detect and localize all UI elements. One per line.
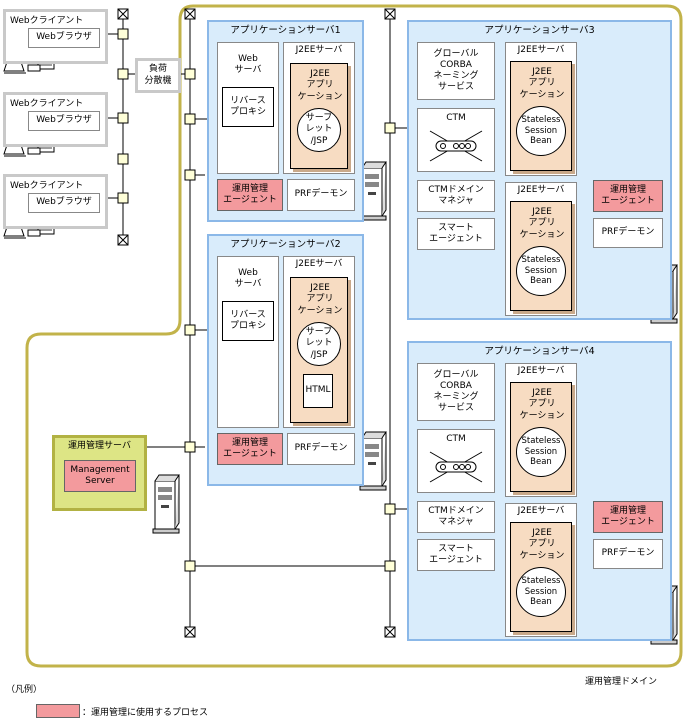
corba-naming-service: グローバル CORBA ネーミング サービス: [417, 42, 495, 100]
stateless-session-bean: Stateless Session Bean: [516, 246, 566, 296]
legend-title: （凡例）: [6, 685, 43, 695]
app-server-2: アプリケーションサーバ2 Web サーバ リバース プロキシ J2EEサーバ J…: [207, 234, 364, 486]
j2ee-application-label: J2EE アプリ ケーション: [297, 283, 343, 316]
web-browser: Webブラウザ: [28, 193, 100, 213]
app-server-title: アプリケーションサーバ4: [484, 346, 595, 358]
j2ee-server-label: J2EEサーバ: [295, 45, 343, 56]
management-server-title: 運用管理サーバ: [68, 441, 131, 452]
j2ee-server-label: J2EEサーバ: [517, 366, 565, 377]
web-client-3: Webクライアント Webブラウザ: [3, 174, 108, 229]
web-client-title: Webクライアント: [10, 99, 84, 109]
j2ee-application-label: J2EE アプリ ケーション: [297, 69, 343, 102]
j2ee-server: J2EEサーバ J2EE アプリ ケーション サーブ レット /JSP HTML: [283, 256, 355, 428]
ctm-domain-manager: CTMドメイン マネジャ: [417, 180, 495, 212]
legend-swatch: [36, 704, 80, 718]
web-server-label: Web サーバ: [234, 53, 262, 75]
smart-agent: スマート エージェント: [417, 218, 495, 250]
web-client-1: Webクライアント Webブラウザ: [3, 9, 108, 64]
management-agent: 運用管理 エージェント: [593, 180, 663, 212]
j2ee-server-label: J2EEサーバ: [295, 259, 343, 270]
j2ee-application-label: J2EE アプリ ケーション: [519, 67, 565, 100]
j2ee-server-label: J2EEサーバ: [517, 45, 565, 56]
management-agent: 運用管理 エージェント: [593, 501, 663, 533]
prf-daemon: PRFデーモン: [593, 218, 663, 248]
ctm-label: CTM: [446, 113, 466, 124]
j2ee-server-b: J2EEサーバ J2EE アプリ ケーション Stateless Session…: [505, 503, 577, 637]
prf-daemon: PRFデーモン: [593, 539, 663, 569]
reverse-proxy: リバース プロキシ: [222, 87, 274, 127]
management-agent: 運用管理 エージェント: [217, 433, 283, 465]
management-agent: 運用管理 エージェント: [217, 179, 283, 211]
smart-agent: スマート エージェント: [417, 539, 495, 571]
j2ee-application: J2EE アプリ ケーション Stateless Session Bean: [510, 201, 572, 311]
j2ee-application: J2EE アプリ ケーション Stateless Session Bean: [510, 61, 572, 171]
j2ee-server-label: J2EEサーバ: [517, 506, 565, 517]
j2ee-server-b: J2EEサーバ J2EE アプリ ケーション Stateless Session…: [505, 182, 577, 316]
ctm-queue-icon: [429, 130, 483, 162]
app-server-1: アプリケーションサーバ1 Web サーバ リバース プロキシ J2EEサーバ J…: [207, 20, 364, 222]
load-balancer: 負荷 分散機: [135, 58, 181, 93]
management-domain-label: 運用管理ドメイン: [585, 677, 658, 687]
ctm: CTM: [417, 429, 495, 493]
app-server-4: アプリケーションサーバ4 グローバル CORBA ネーミング サービス CTM …: [407, 341, 672, 641]
web-browser: Webブラウザ: [28, 111, 100, 131]
web-browser: Webブラウザ: [28, 28, 100, 48]
stateless-session-bean: Stateless Session Bean: [516, 567, 566, 617]
j2ee-application: J2EE アプリ ケーション サーブ レット /JSP HTML: [290, 277, 348, 423]
corba-naming-service: グローバル CORBA ネーミング サービス: [417, 363, 495, 421]
management-server: 運用管理サーバ Management Server: [52, 435, 147, 511]
j2ee-application: J2EE アプリ ケーション Stateless Session Bean: [510, 382, 572, 492]
web-server: Web サーバ リバース プロキシ: [217, 42, 279, 174]
html-document: HTML: [303, 374, 333, 408]
reverse-proxy: リバース プロキシ: [222, 301, 274, 341]
j2ee-application-label: J2EE アプリ ケーション: [519, 528, 565, 561]
web-server: Web サーバ リバース プロキシ: [217, 256, 279, 428]
j2ee-application: J2EE アプリ ケーション サーブ レット /JSP: [290, 63, 348, 169]
ctm-label: CTM: [446, 434, 466, 445]
j2ee-application-label: J2EE アプリ ケーション: [519, 388, 565, 421]
app-server-title: アプリケーションサーバ2: [230, 239, 341, 251]
servlet-jsp: サーブ レット /JSP: [297, 322, 341, 366]
app-server-title: アプリケーションサーバ3: [484, 25, 595, 37]
ctm: CTM: [417, 108, 495, 172]
management-server-process: Management Server: [64, 460, 136, 492]
stateless-session-bean: Stateless Session Bean: [516, 427, 566, 477]
stateless-session-bean: Stateless Session Bean: [516, 106, 566, 156]
web-client-2: Webクライアント Webブラウザ: [3, 92, 108, 147]
j2ee-server: J2EEサーバ J2EE アプリ ケーション サーブ レット /JSP: [283, 42, 355, 174]
app-server-title: アプリケーションサーバ1: [230, 25, 341, 37]
ctm-domain-manager: CTMドメイン マネジャ: [417, 501, 495, 533]
j2ee-application-label: J2EE アプリ ケーション: [519, 207, 565, 240]
ctm-queue-icon: [429, 451, 483, 483]
legend-item-label: ：運用管理に使用するプロセス: [82, 708, 209, 718]
management-domain-boundary: [25, 4, 683, 668]
prf-daemon: PRFデーモン: [287, 433, 355, 465]
j2ee-server-label: J2EEサーバ: [517, 185, 565, 196]
servlet-jsp: サーブ レット /JSP: [297, 108, 341, 152]
web-client-title: Webクライアント: [10, 181, 84, 191]
app-server-3: アプリケーションサーバ3 グローバル CORBA ネーミング サービス CTM …: [407, 20, 672, 320]
prf-daemon: PRFデーモン: [287, 179, 355, 211]
j2ee-server-a: J2EEサーバ J2EE アプリ ケーション Stateless Session…: [505, 363, 577, 497]
j2ee-application: J2EE アプリ ケーション Stateless Session Bean: [510, 522, 572, 632]
web-client-title: Webクライアント: [10, 16, 84, 26]
j2ee-server-a: J2EEサーバ J2EE アプリ ケーション Stateless Session…: [505, 42, 577, 176]
web-server-label: Web サーバ: [234, 267, 262, 289]
